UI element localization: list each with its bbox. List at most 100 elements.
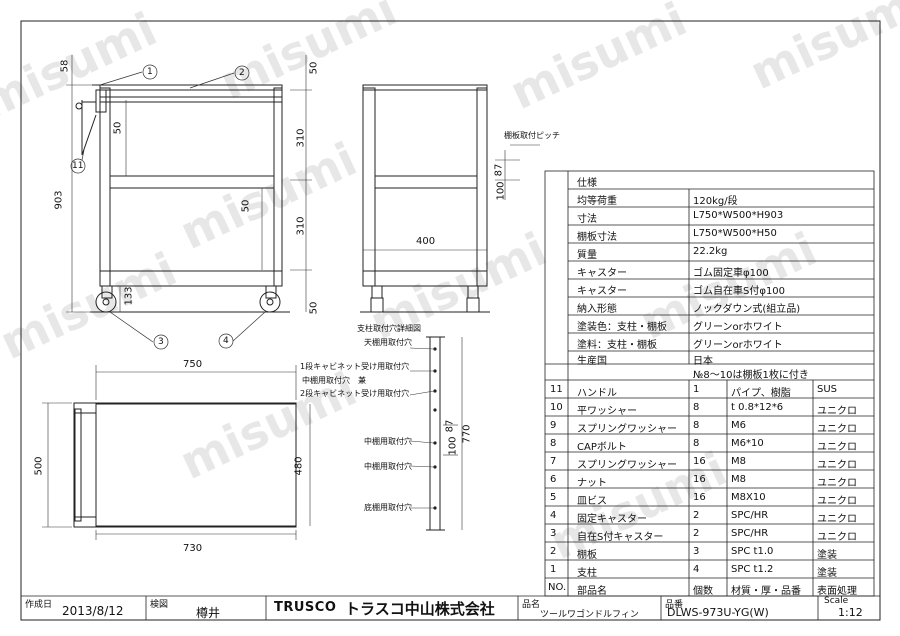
spec-label: キャスター	[577, 268, 627, 279]
parts-qty: 2	[693, 510, 700, 521]
parts-finish: ユニクロ	[817, 532, 857, 543]
company-name: トラスコ中山株式会社	[345, 600, 495, 618]
dim-caster-height: 133	[123, 286, 135, 306]
balloon-4: 4	[223, 336, 229, 346]
spec-label: 塗装色：支柱・棚板	[577, 322, 667, 333]
spec-value: 120kg/段	[693, 196, 738, 207]
side-view	[360, 84, 490, 313]
dim-inner-50-a: 50	[112, 121, 124, 135]
parts-no: 4	[550, 510, 557, 521]
parts-name: 固定キャスター	[577, 514, 647, 525]
dim-shelf-pitch-b: 310	[295, 216, 307, 236]
parts-header-name: 部品名	[577, 586, 607, 597]
parts-material: M6	[731, 420, 746, 431]
dim-inner-50-b: 50	[240, 199, 252, 213]
parts-material: M8X10	[731, 492, 766, 503]
watermark-text: misumi	[172, 132, 365, 260]
detail-mid2: 中棚用取付穴	[364, 462, 412, 471]
parts-header-finish: 表面処理	[817, 586, 857, 597]
leaders	[70, 64, 266, 350]
balloon-11: 11	[72, 161, 84, 171]
parts-no: 6	[550, 474, 557, 485]
watermark-text: misumi	[502, 0, 695, 120]
spec-value: ゴム固定車φ100	[693, 268, 769, 279]
dim-side-depth: 400	[416, 236, 436, 247]
spec-value: L750*W500*H50	[693, 228, 777, 239]
spec-label: 質量	[577, 250, 597, 261]
parts-finish: ユニクロ	[817, 496, 857, 507]
dim-bottom-gap: 50	[308, 301, 320, 315]
parts-no: 2	[550, 546, 557, 557]
parts-finish: ユニクロ	[817, 478, 857, 489]
detail-cab1: 1段キャビネット受け用取付穴	[300, 362, 410, 371]
spec-label: 均等荷重	[577, 196, 617, 207]
dim-plan-depth-outer: 500	[33, 456, 45, 476]
parts-no: 7	[550, 456, 557, 467]
pitch-label: 棚板取付ピッチ	[504, 131, 560, 140]
detail-bottom-hole: 底棚用取付穴	[364, 503, 412, 512]
watermark-text: misumi	[0, 242, 185, 370]
watermark-text: misumi	[212, 0, 405, 110]
parts-no: 3	[550, 528, 557, 539]
dim-plan-width-outer: 750	[183, 359, 203, 370]
spec-value: 日本	[693, 356, 713, 367]
spec-header: 仕様	[577, 178, 597, 189]
scale-label: Scale	[824, 596, 849, 606]
spec-value: L750*W500*H903	[693, 210, 784, 221]
detail-top-hole: 天棚用取付穴	[364, 338, 412, 347]
dim-shelf-pitch-a: 310	[295, 128, 307, 148]
parts-qty: 1	[693, 384, 700, 395]
dim-plan-width-inner: 730	[183, 543, 203, 554]
parts-material: SPC/HR	[731, 528, 769, 539]
title-block-grid	[21, 595, 880, 620]
dim-plan-depth-inner: 480	[293, 456, 305, 476]
parts-qty: 4	[693, 564, 700, 575]
parts-name: 棚板	[577, 550, 597, 561]
parts-finish: ユニクロ	[817, 406, 857, 417]
parts-no: 5	[550, 492, 557, 503]
parts-material: パイプ、樹脂	[731, 388, 791, 399]
parts-material: M8	[731, 456, 746, 467]
dim-total-height: 903	[53, 190, 65, 210]
parts-qty: 2	[693, 528, 700, 539]
spec-table-grid	[544, 170, 875, 597]
spec-label: 納入形態	[577, 304, 617, 315]
parts-finish: ユニクロ	[817, 424, 857, 435]
spec-value: ゴム自在車S付φ100	[693, 286, 786, 297]
product-name-label: 品名	[522, 600, 541, 610]
dim-pitch-87: 87	[493, 163, 505, 177]
spec-value: ノックダウン式(組立品)	[693, 304, 801, 315]
parts-header-material: 材質・厚・品番	[731, 586, 801, 597]
parts-qty: 8	[693, 420, 700, 431]
plan-view	[73, 402, 297, 528]
balloon-2: 2	[239, 68, 245, 78]
parts-qty: 3	[693, 546, 700, 557]
parts-qty: 8	[693, 438, 700, 449]
front-view	[75, 84, 290, 313]
parts-material: M8	[731, 474, 746, 485]
dim-detail-87: 87	[444, 419, 456, 433]
scale-value: 1:12	[838, 606, 863, 619]
parts-qty: 8	[693, 402, 700, 413]
spec-label: 寸法	[577, 214, 597, 225]
parts-finish: SUS	[817, 384, 838, 395]
sheet-border	[20, 20, 881, 621]
front-dimensions	[66, 55, 312, 313]
parts-name: ナット	[577, 478, 607, 489]
spec-value: グリーンorホワイト	[693, 322, 783, 333]
parts-finish: ユニクロ	[817, 460, 857, 471]
created-label: 作成日	[25, 600, 53, 610]
brand-logo-text: TRUSCO	[274, 600, 337, 615]
watermark-text: misumi	[742, 0, 900, 100]
spec-value: 22.2kg	[693, 246, 728, 257]
dim-right-top: 50	[308, 61, 320, 75]
detail-title: 支柱取付穴詳細図	[357, 324, 421, 333]
parts-qty: 16	[693, 474, 706, 485]
parts-no: 11	[550, 384, 563, 395]
balloon-3: 3	[158, 337, 164, 347]
parts-header-no: NO.	[548, 582, 567, 593]
dim-detail-100: 100	[447, 436, 459, 456]
detail-mid-hole-and: 中棚用取付穴 兼	[302, 376, 366, 385]
parts-no: 8	[550, 438, 557, 449]
